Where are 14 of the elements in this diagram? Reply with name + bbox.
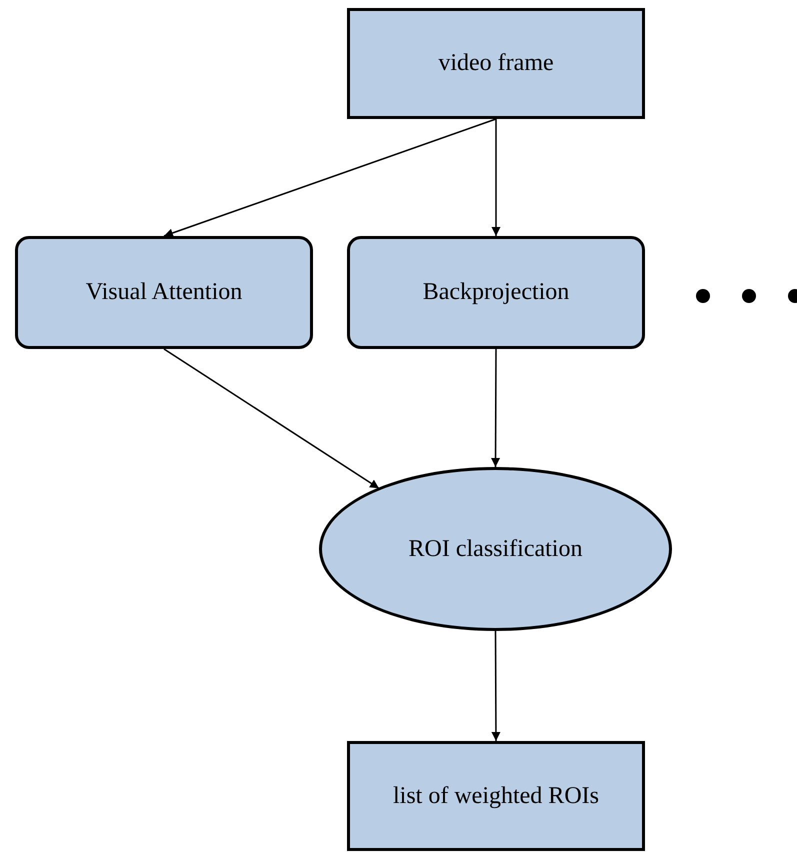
arrow [491, 349, 500, 467]
rounded-process-box [15, 236, 313, 349]
process-box [347, 8, 645, 119]
arrow [164, 118, 496, 238]
rounded-process-box [347, 236, 645, 349]
node-label: video frame [437, 50, 555, 77]
arrow [164, 348, 380, 489]
node-label: list of weighted ROIs [392, 782, 600, 810]
node-label: Backprojection [422, 279, 570, 306]
arrow [492, 119, 500, 236]
arrow [491, 631, 500, 741]
node-label: Visual Attention [84, 279, 244, 306]
node-label: ROI classification [408, 536, 584, 562]
process-box [347, 741, 645, 851]
